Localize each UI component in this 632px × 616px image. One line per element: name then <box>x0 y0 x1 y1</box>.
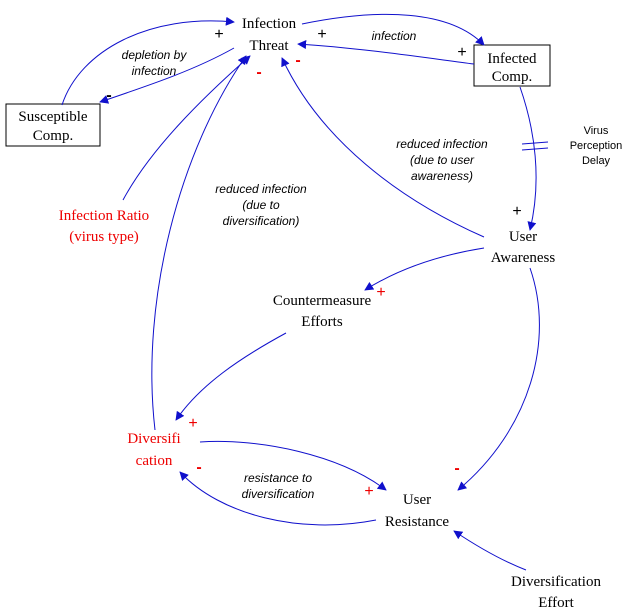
link-threat-to-susceptible <box>99 47 235 104</box>
polarity-threat-to-susceptible: - <box>106 87 111 104</box>
link-threat-to-infected <box>301 13 485 46</box>
node-countermeasure-efforts-line2: Efforts <box>301 314 343 330</box>
label-delay-line2: Perception <box>570 140 623 152</box>
polarity-resistance-to-diversification: - <box>196 459 201 476</box>
label-resistance-line2: diversification <box>242 487 315 501</box>
label-delay-line3: Delay <box>582 155 611 167</box>
polarity-ratio-to-threat: - <box>256 64 261 81</box>
node-countermeasure-efforts-line1: Countermeasure <box>273 293 372 309</box>
polarity-countermeasure-to-diversification: + <box>188 415 197 432</box>
node-infected-comp-line1: Infected <box>487 51 537 67</box>
link-susceptible-to-threat <box>61 16 235 106</box>
node-user-awareness-line1: User <box>509 229 537 245</box>
label-reduced-diversification-line3: diversification) <box>223 214 300 228</box>
node-user-awareness-line2: Awareness <box>491 250 556 266</box>
polarity-susceptible-to-threat: + <box>214 26 223 43</box>
label-reduced-diversification-line1: reduced infection <box>215 182 307 196</box>
polarity-diversification-to-resistance: + <box>364 483 373 500</box>
link-awareness-to-countermeasure <box>364 247 485 291</box>
link-awareness-to-resistance <box>457 267 540 491</box>
polarity-infected-to-awareness: + <box>512 203 521 220</box>
label-reduced-diversification-line2: (due to <box>242 198 280 212</box>
label-infection: infection <box>372 29 417 43</box>
link-countermeasure-to-diversification <box>175 332 287 421</box>
link-ratio-to-threat <box>122 55 251 201</box>
label-delay-line1: Virus <box>584 125 609 137</box>
infected-comp-box <box>473 44 551 87</box>
node-diversification-effort-line1: Diversification <box>511 574 601 590</box>
node-user-resistance-line2: Resistance <box>385 514 449 530</box>
link-infected-to-awareness <box>519 86 537 231</box>
label-resistance-line1: resistance to <box>244 471 312 485</box>
link-diversification-to-threat <box>151 55 247 431</box>
label-reduced-awareness-line1: reduced infection <box>396 137 488 151</box>
label-reduced-awareness-line2: (due to user <box>410 153 475 167</box>
delay-marks <box>521 141 549 151</box>
link-infected-to-threat <box>297 40 475 65</box>
node-infection-ratio-line1: Infection Ratio <box>59 208 149 224</box>
link-diversification-to-resistance <box>199 440 387 491</box>
node-infected-comp-line2: Comp. <box>492 69 532 85</box>
node-infection-ratio-line2: (virus type) <box>69 229 139 245</box>
link-effort-to-resistance <box>453 530 527 571</box>
node-infection-threat-line2: Threat <box>249 38 289 54</box>
node-diversification-effort-line2: Effort <box>538 595 574 611</box>
node-diversification-line2: cation <box>136 453 173 469</box>
label-depletion-line1: depletion by <box>122 48 188 62</box>
label-reduced-awareness-line3: awareness) <box>411 169 473 183</box>
label-depletion-line2: infection <box>132 64 177 78</box>
node-user-resistance-line1: User <box>403 492 431 508</box>
polarity-awareness-to-countermeasure: + <box>376 284 385 301</box>
node-infection-threat-line1: Infection <box>242 16 297 32</box>
node-susceptible-comp-line2: Comp. <box>33 128 73 144</box>
link-resistance-to-diversification <box>179 471 377 526</box>
susceptible-comp-box <box>5 103 101 147</box>
polarity-awareness-to-threat: - <box>295 52 300 69</box>
polarity-threat-to-infected: + <box>457 44 466 61</box>
polarity-infected-to-threat: + <box>317 26 326 43</box>
link-awareness-to-threat <box>281 57 485 238</box>
node-diversification-line1: Diversifi <box>127 431 180 447</box>
node-susceptible-comp-line1: Susceptible <box>18 109 87 125</box>
polarity-awareness-to-resistance: - <box>454 460 459 477</box>
